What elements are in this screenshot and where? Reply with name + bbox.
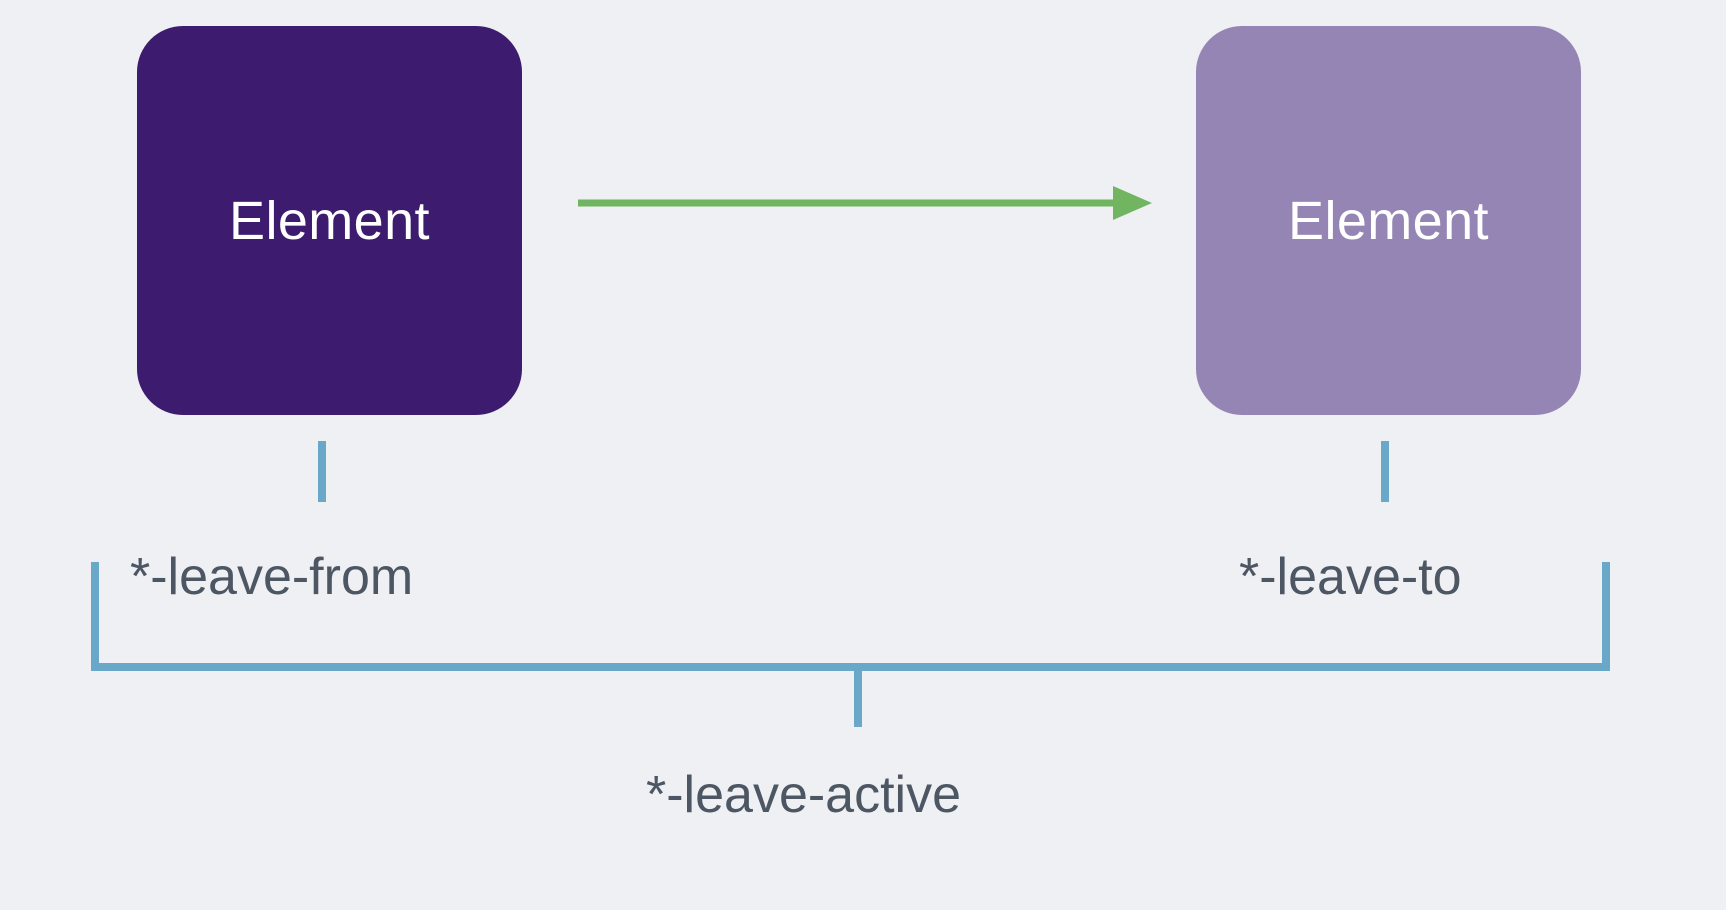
transition-arrow-head	[1113, 186, 1152, 220]
bracket-leave-active	[91, 562, 1610, 671]
element-box-leave-to-label: Element	[1288, 190, 1489, 251]
element-box-leave-to[interactable]: Element	[1196, 26, 1581, 415]
element-box-leave-from[interactable]: Element	[137, 26, 522, 415]
transition-arrow	[578, 186, 1152, 220]
element-box-leave-from-label: Element	[229, 190, 430, 251]
class-label-leave-active: *-leave-active	[646, 766, 962, 824]
class-label-leave-from: *-leave-from	[130, 548, 414, 606]
class-label-leave-to: *-leave-to	[1239, 548, 1462, 606]
